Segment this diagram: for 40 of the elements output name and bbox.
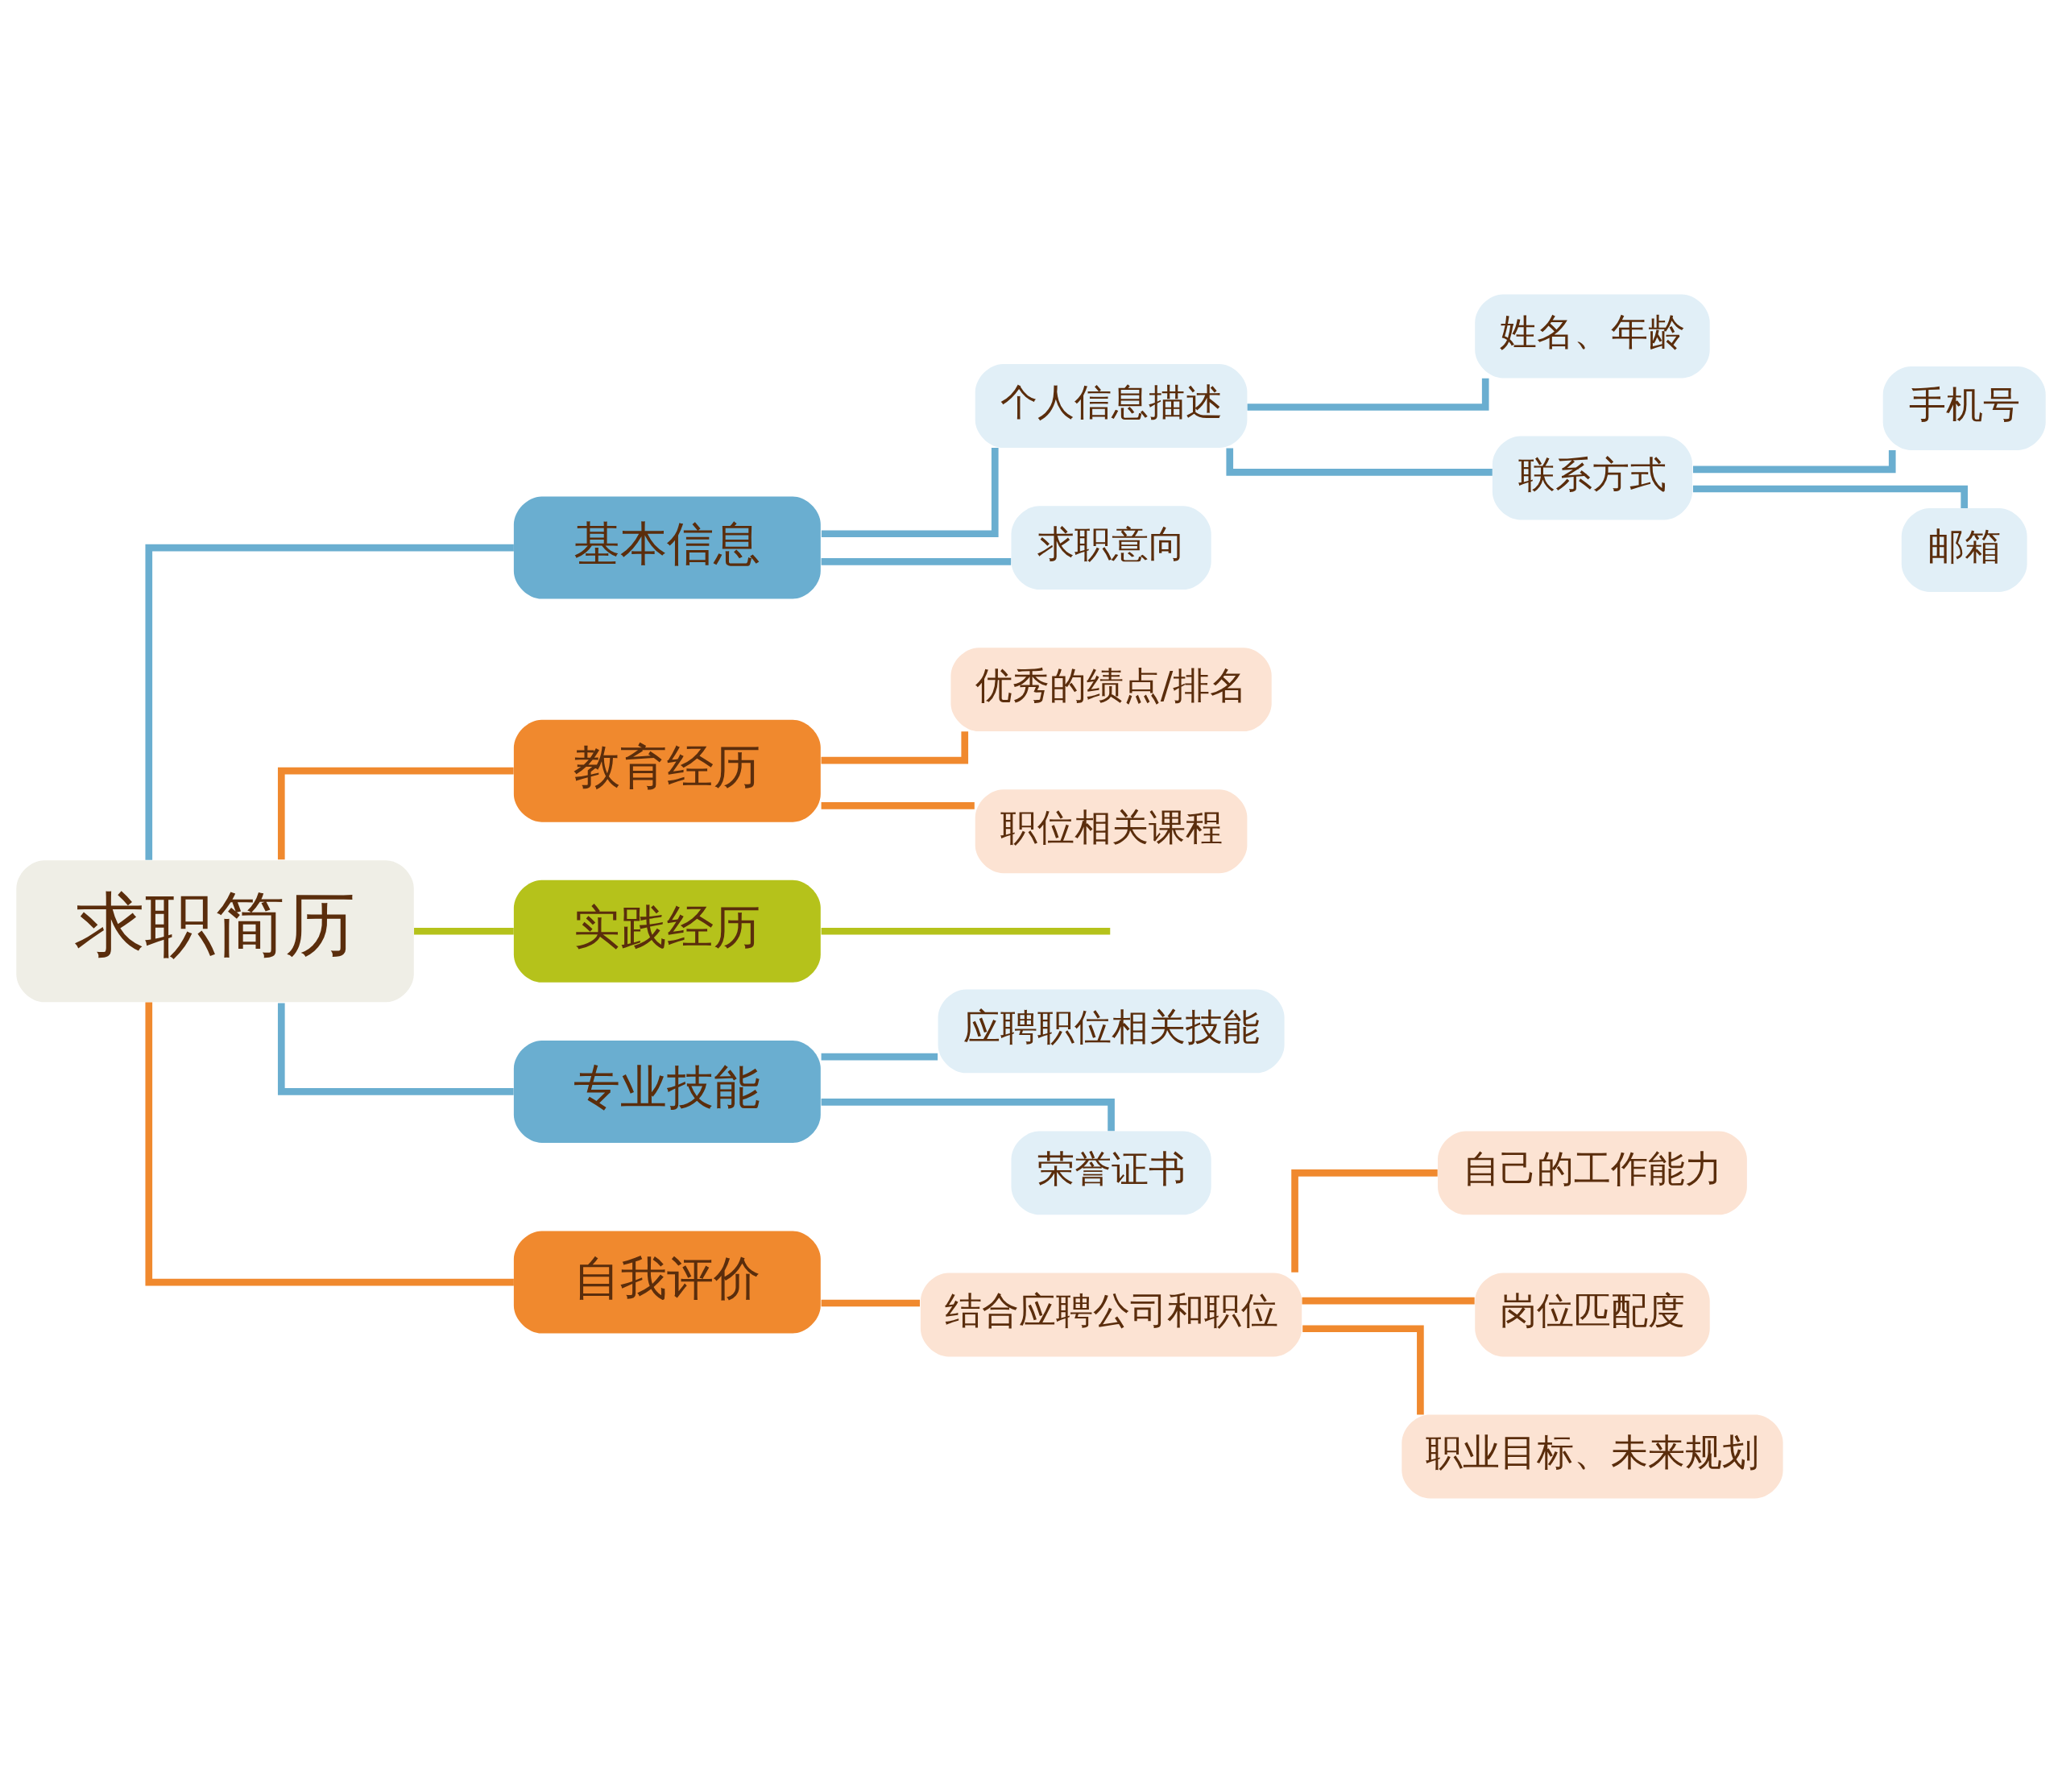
connector <box>1302 1297 1475 1304</box>
connector <box>821 801 975 809</box>
connector <box>1247 378 1489 411</box>
node-box: 手机号 <box>1882 366 2046 450</box>
node-box: 专业技能 <box>513 1040 821 1143</box>
node-box: 求职简历 <box>16 859 414 1002</box>
connector <box>1226 448 1493 476</box>
node-box: 基本信息 <box>513 496 821 599</box>
connector <box>821 1299 920 1306</box>
connector <box>1692 485 1969 508</box>
connector <box>1692 449 1896 473</box>
node-box: 结合应聘公司和职位 <box>920 1273 1302 1356</box>
node-box: 邮箱 <box>1901 507 2027 592</box>
node-box: 自己的工作能力 <box>1438 1131 1747 1215</box>
node-box: 教育经历 <box>513 719 821 822</box>
connector <box>414 927 514 935</box>
node-box: 实践经历 <box>513 879 821 983</box>
node-box: 自我评价 <box>513 1231 821 1334</box>
connector <box>821 447 999 537</box>
node-box: 职位相关课程 <box>975 788 1248 873</box>
node-box: 优秀的绩点/排名 <box>950 647 1272 731</box>
connector <box>145 1002 514 1285</box>
node-box: 求职意向 <box>1011 505 1211 590</box>
connector <box>1302 1324 1424 1415</box>
connector <box>821 557 1012 565</box>
connector <box>821 927 1111 935</box>
node-box: 联系方式 <box>1492 436 1693 519</box>
connector <box>145 544 514 860</box>
node-box: 岗位匹配度 <box>1475 1273 1710 1356</box>
connector <box>821 1098 1115 1131</box>
connector <box>821 730 969 764</box>
node-box: 应聘职位相关技能 <box>938 988 1285 1073</box>
connector <box>277 1002 514 1095</box>
node-box: 个人信息描述 <box>975 363 1248 448</box>
connector <box>277 767 514 859</box>
node-box: 职业目标、未来规划 <box>1402 1414 1783 1498</box>
node-box: 姓名、年龄 <box>1475 294 1710 378</box>
connector <box>1291 1169 1438 1273</box>
node-box: 荣誉证书 <box>1011 1131 1211 1215</box>
connector <box>821 1053 938 1060</box>
